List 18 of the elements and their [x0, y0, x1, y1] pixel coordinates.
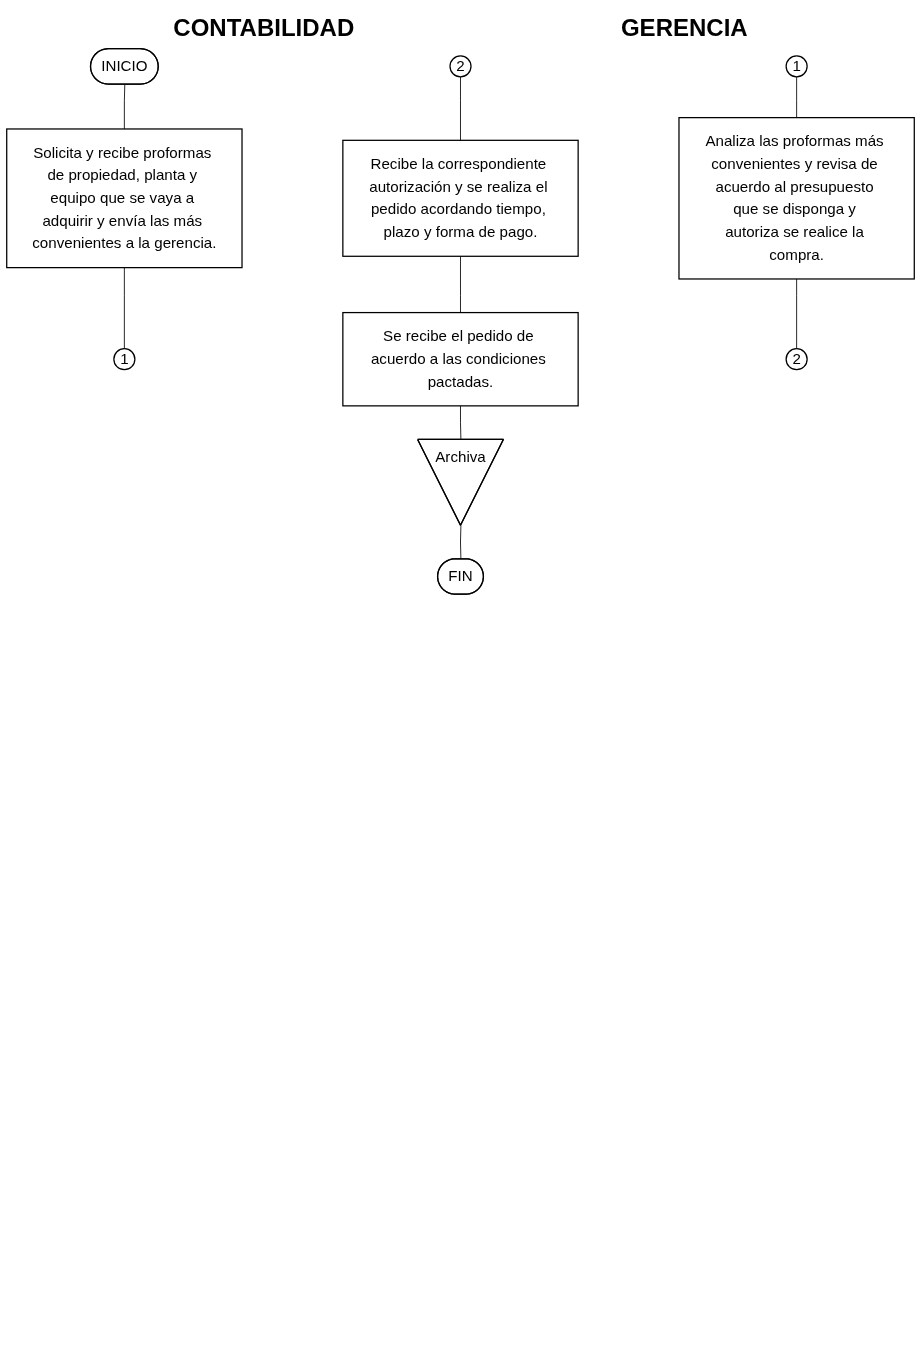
column-heading: CONTABILIDAD — [173, 14, 355, 42]
connector — [460, 525, 462, 560]
connector — [796, 278, 798, 350]
node-circle: 2 — [449, 55, 472, 78]
connector — [460, 405, 462, 441]
node-circle: 2 — [785, 348, 808, 371]
connector — [460, 255, 461, 313]
connector — [460, 76, 461, 141]
node-circle: 1 — [113, 348, 136, 371]
node-box: Se recibe el pedido de acuerdo a las condiciones pactadas. — [342, 311, 579, 407]
node-box: Recibe la correspondiente autorización y se realiza el pedido acordando tiempo, plazo y forma de pago. — [342, 139, 579, 257]
node-box: Analiza las proformas más convenientes y revisa de acuerdo al presupuesto que se disponga y autoriza se realice la compra. — [678, 117, 915, 280]
connector — [123, 84, 126, 130]
node-circle: 1 — [785, 55, 808, 78]
column-heading: GERENCIA — [620, 14, 748, 42]
node-box: Solicita y recibe proformas de propiedad, planta y equipo que se vaya a adquirir y envía las más convenientes a la gerencia. — [6, 128, 243, 269]
connector — [123, 267, 125, 350]
connector — [796, 76, 798, 119]
